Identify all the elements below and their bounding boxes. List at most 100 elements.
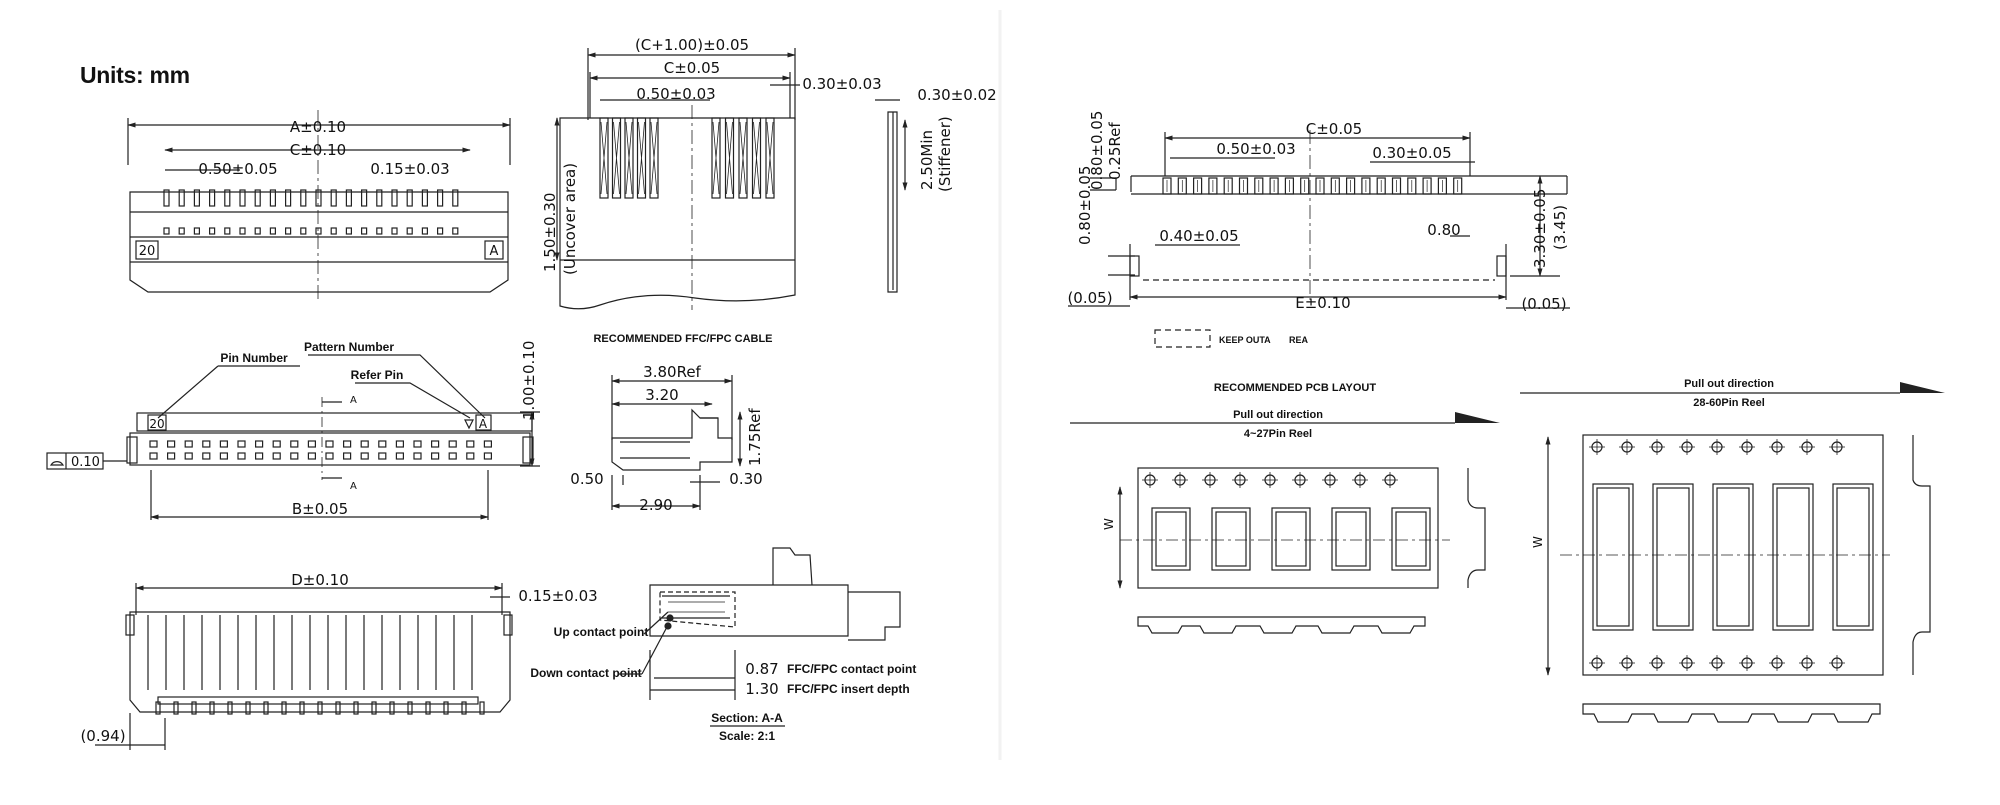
front-pin-lower	[376, 227, 383, 235]
reel-pocket	[1331, 507, 1371, 571]
top-pin	[325, 440, 334, 448]
top-pin	[184, 452, 193, 460]
front-pin-row	[163, 189, 459, 235]
cable-conductor	[765, 117, 775, 199]
top-pin	[413, 452, 422, 460]
front-pin	[406, 189, 413, 207]
front-pin	[224, 189, 231, 207]
front-pin	[285, 189, 292, 207]
pin-first-label: A	[490, 244, 499, 259]
v130-text: FFC/FPC insert depth	[787, 682, 910, 696]
cable-conductor	[624, 117, 634, 199]
front-pin-lower	[361, 227, 368, 235]
cable-overall-label: (C+1.00)±0.05	[635, 36, 749, 54]
bottom-lead	[425, 701, 431, 715]
bottom-lead	[461, 701, 467, 715]
cable-hatch	[625, 121, 633, 195]
top-pin	[448, 452, 457, 460]
v080a-label: 0.80±0.05	[1088, 111, 1106, 190]
top-pin	[395, 440, 404, 448]
top-pin	[307, 440, 316, 448]
top-pin	[149, 440, 158, 448]
bottom-lead	[155, 701, 161, 715]
front-view: A±0.10 C±0.10 0.50±0.05 0.15±0.03 20 A	[127, 110, 511, 300]
front-pin	[269, 189, 276, 207]
reel-small-pockets	[1151, 507, 1431, 571]
thickness-label: 0.30±0.02	[917, 86, 996, 104]
top-pin-last-label: 20	[149, 417, 164, 431]
reel-pocket-inner	[1215, 511, 1247, 567]
front-pin-lower	[209, 227, 216, 235]
reel-large-direction: Pull out direction	[1684, 378, 1774, 390]
front-pin-lower	[285, 227, 292, 235]
d030-label: 0.30	[729, 470, 762, 488]
top-pin	[202, 452, 211, 460]
cable-pitch-label: 0.50±0.03	[636, 85, 715, 103]
reel-pocket-inner	[1656, 487, 1690, 627]
cable-conductor-label: 0.30±0.03	[802, 75, 881, 93]
pcb-pad-label: 0.30±0.05	[1372, 144, 1451, 162]
v087-text: FFC/FPC contact point	[787, 662, 916, 676]
reel-pocket	[1391, 507, 1431, 571]
bottom-lead	[209, 701, 215, 715]
bottom-lead	[371, 701, 377, 715]
section-marker-bottom: A	[350, 481, 357, 492]
front-pin-lower	[300, 227, 307, 235]
reel-pocket-inner	[1275, 511, 1307, 567]
cable-conductor	[738, 117, 748, 199]
top-pin	[343, 452, 352, 460]
cable-hatch	[712, 121, 720, 195]
top-pin	[272, 440, 281, 448]
front-pin-lower	[391, 227, 398, 235]
front-pin-lower	[224, 227, 231, 235]
top-pin	[255, 440, 264, 448]
front-pin	[239, 189, 246, 207]
top-pin	[483, 440, 492, 448]
reel-large: Pull out direction 28-60Pin Reel W	[1520, 378, 1945, 723]
reel-pocket	[1772, 483, 1814, 631]
top-pin	[237, 440, 246, 448]
v005r-label: (0.05)	[1521, 295, 1566, 313]
ref025-label: 0.25Ref	[1106, 122, 1124, 180]
pcb-e-label: E±0.10	[1295, 294, 1350, 312]
top-pin	[219, 452, 228, 460]
bottom-lead	[299, 701, 305, 715]
front-pin-lower	[315, 227, 322, 235]
bottom-lead	[281, 701, 287, 715]
top-pin	[290, 440, 299, 448]
reel-pocket-inner	[1776, 487, 1810, 627]
bottom-slots	[147, 615, 473, 690]
cable-hatch	[753, 121, 760, 195]
reel-pocket	[1151, 507, 1191, 571]
reel-pocket-inner	[1395, 511, 1427, 567]
top-pin	[325, 452, 334, 460]
front-pin	[163, 189, 170, 207]
top-pin-rows	[149, 440, 492, 460]
reel-small-w: W	[1102, 518, 1116, 530]
front-pin-lower	[178, 227, 185, 235]
top-pin	[202, 440, 211, 448]
front-pin-lower	[254, 227, 261, 235]
cable-hatch	[600, 121, 608, 195]
top-pin	[167, 452, 176, 460]
stiffener-label: 2.50Min	[918, 130, 936, 190]
top-pin	[149, 452, 158, 460]
top-pin	[378, 452, 387, 460]
ref345-label: (3.45)	[1551, 205, 1569, 250]
pin-last-label: 20	[139, 244, 156, 259]
cable-hatch	[766, 121, 774, 195]
d050-label: 0.50	[570, 470, 603, 488]
reel-pocket-inner	[1335, 511, 1367, 567]
pcb-c-label: C±0.05	[1306, 120, 1362, 138]
front-pin-lower	[452, 227, 459, 235]
front-pin	[452, 189, 459, 207]
section-scale: Scale: 2:1	[719, 729, 775, 743]
top-pin	[448, 440, 457, 448]
bottom-lead	[389, 701, 395, 715]
bottom-lead	[317, 701, 323, 715]
keepout-label: KEEP OUTA	[1219, 335, 1271, 345]
cable-caption: RECOMMENDED FFC/FPC CABLE	[593, 333, 772, 345]
front-pin-lower	[163, 227, 170, 235]
